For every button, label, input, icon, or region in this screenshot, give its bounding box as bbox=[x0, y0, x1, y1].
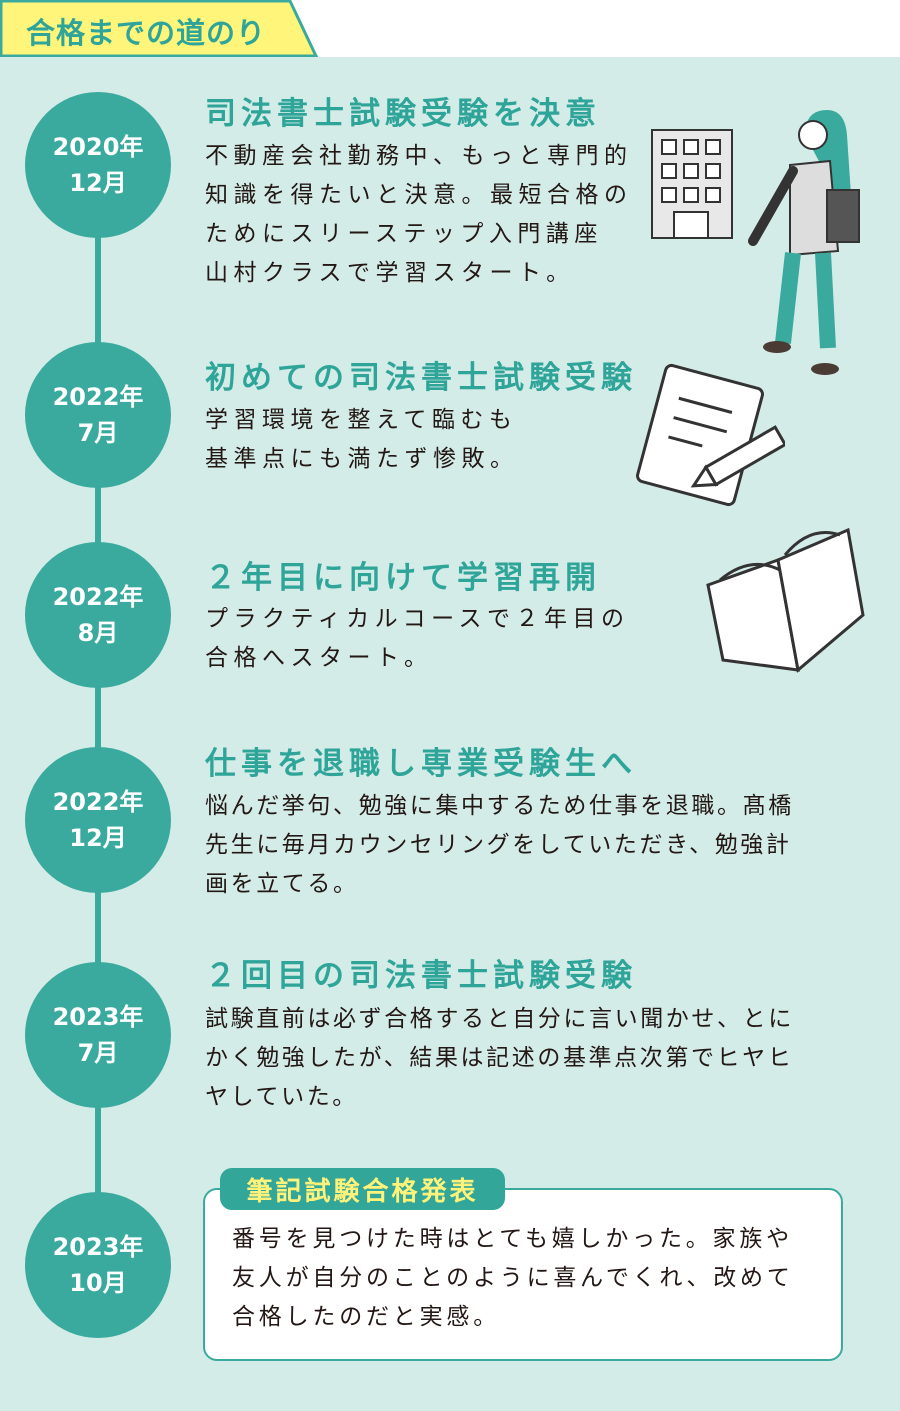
year: 2022年 bbox=[52, 788, 144, 816]
open-book-icon bbox=[706, 527, 865, 673]
year: 2023年 bbox=[52, 1233, 144, 1261]
section-header: 合格までの道のり bbox=[0, 0, 320, 57]
office-building-icon bbox=[651, 129, 733, 239]
event-title: ２年目に向けて学習再開 bbox=[205, 560, 601, 596]
event-body: 試験直前は必ず合格すると自分に言い聞かせ、とにかく勉強したが、結果は記述の基準点… bbox=[205, 1006, 794, 1110]
month: 12月 bbox=[69, 824, 127, 852]
event-title: ２回目の司法書士試験受験 bbox=[205, 958, 637, 994]
woman-walking-illustration bbox=[748, 110, 860, 375]
date-badge: 2023年 10月 bbox=[25, 1192, 171, 1338]
event-title: 初めての司法書士試験受験 bbox=[205, 360, 637, 396]
year: 2022年 bbox=[52, 583, 144, 611]
event-body: 不動産会社勤務中、もっと専門的知識を得たいと決意。最短合格のためにスリーステップ… bbox=[205, 143, 633, 286]
month: 7月 bbox=[77, 419, 119, 447]
event-body: 悩んだ挙句、勉強に集中するため仕事を退職。髙橋先生に毎月カウンセリングをしていた… bbox=[205, 793, 794, 897]
month: 12月 bbox=[69, 169, 127, 197]
date-badge: 2022年 12月 bbox=[25, 747, 171, 893]
section-title: 合格までの道のり bbox=[26, 16, 267, 50]
event-title: 仕事を退職し専業受験生へ bbox=[205, 746, 637, 782]
year: 2023年 bbox=[52, 1003, 144, 1031]
date-badge: 2023年 7月 bbox=[25, 962, 171, 1108]
event-body: プラクティカルコースで２年目の合格へスタート。 bbox=[205, 606, 630, 671]
year: 2022年 bbox=[52, 383, 144, 411]
event-title: 司法書士試験受験を決意 bbox=[205, 96, 601, 132]
date-badge: 2022年 7月 bbox=[25, 342, 171, 488]
paper-and-pencil-icon bbox=[636, 363, 785, 507]
month: 8月 bbox=[77, 619, 119, 647]
event-body: 学習環境を整えて臨むも基準点にも満たず惨敗。 bbox=[205, 407, 519, 472]
month: 10月 bbox=[69, 1269, 127, 1297]
month: 7月 bbox=[77, 1039, 119, 1067]
date-badge: 2020年 12月 bbox=[25, 92, 171, 238]
year: 2020年 bbox=[52, 133, 144, 161]
timeline-line bbox=[95, 165, 101, 1265]
event-body: 番号を見つけた時はとても嬉しかった。家族や友人が自分のことのように喜んでくれ、改… bbox=[232, 1226, 794, 1330]
date-badge: 2022年 8月 bbox=[25, 542, 171, 688]
result-label: 筆記試験合格発表 bbox=[220, 1168, 505, 1210]
result-box bbox=[203, 1188, 843, 1361]
